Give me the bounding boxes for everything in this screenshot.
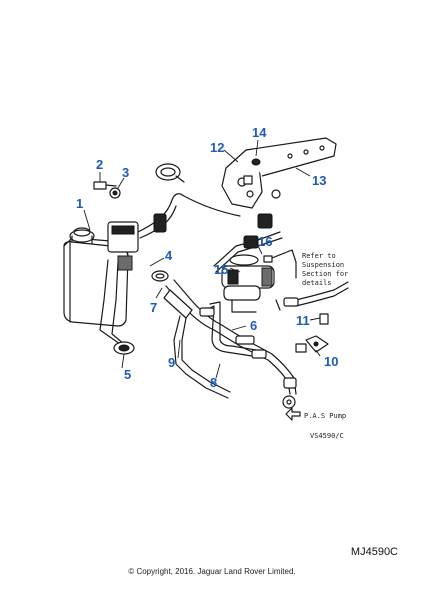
callout-6: 6 [250, 318, 257, 333]
callout-15: 15 [214, 262, 228, 277]
hose-clip-top [155, 163, 185, 183]
harness-clip [113, 341, 135, 355]
note-line-2: Suspension [302, 261, 344, 269]
suspension-note: Refer to Suspension Section for details [302, 252, 348, 287]
leader-lines [83, 139, 321, 379]
callout-1: 1 [76, 196, 83, 211]
reference-code: VS4590/C [310, 432, 344, 440]
callout-labels: 1 2 3 4 5 6 7 8 9 10 11 12 13 14 15 16 [76, 125, 338, 390]
bolt-and-washer [93, 181, 121, 199]
mounting-bracket [221, 137, 337, 209]
callout-4: 4 [165, 248, 173, 263]
callout-11: 11 [296, 313, 310, 328]
pump-direction-arrow [285, 407, 301, 421]
copyright-notice: © Copyright, 2016. Jaguar Land Rover Lim… [128, 567, 296, 576]
callout-10: 10 [324, 354, 338, 369]
note-line-3: Section for [302, 270, 348, 278]
callout-8: 8 [210, 375, 217, 390]
callout-9: 9 [168, 355, 175, 370]
wiring-harness [99, 193, 241, 345]
callout-2: 2 [96, 157, 103, 172]
callout-16: 16 [258, 234, 272, 249]
solenoid-valve [213, 213, 297, 313]
callout-14: 14 [252, 125, 267, 140]
hose-clamp [151, 270, 193, 319]
callout-5: 5 [124, 367, 131, 382]
callout-7: 7 [150, 300, 157, 315]
pump-label: P.A.S Pump [304, 412, 346, 420]
note-line-1: Refer to [302, 252, 336, 260]
callout-12: 12 [210, 140, 224, 155]
fluid-hoses [165, 279, 349, 409]
bleed-fittings [295, 313, 329, 353]
note-line-4: details [302, 279, 332, 287]
callout-13: 13 [312, 173, 326, 188]
diagram-code: MJ4590C [350, 546, 398, 558]
callout-3: 3 [122, 165, 129, 180]
fluid-reservoir [63, 221, 139, 327]
